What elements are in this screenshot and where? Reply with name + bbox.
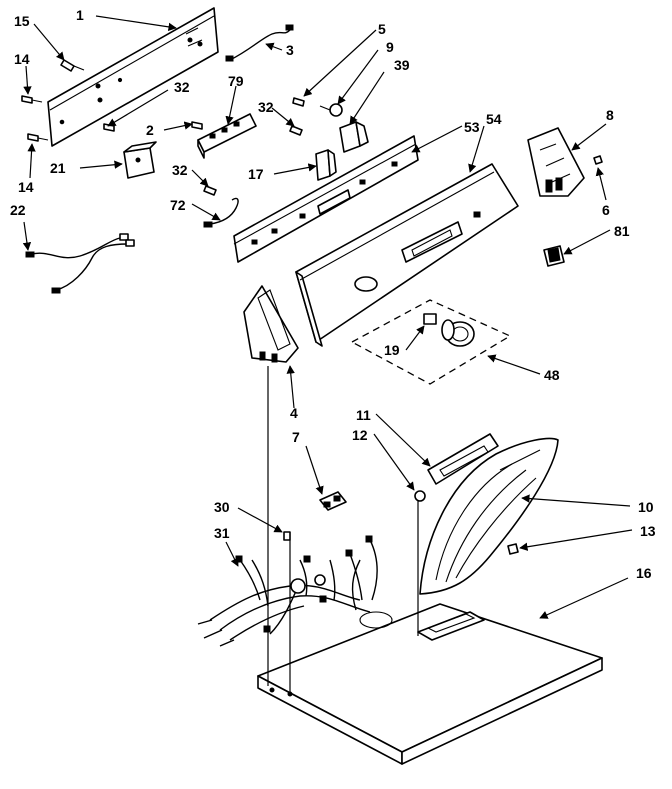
button-81 — [543, 245, 565, 267]
screw-32-lower — [203, 185, 217, 196]
callout-labels: 1 15 14 14 3 5 9 39 79 32 32 32 2 53 54 … — [10, 7, 656, 581]
callout-14-bottom: 14 — [18, 179, 34, 195]
callout-16: 16 — [636, 565, 652, 581]
callout-19: 19 — [384, 342, 400, 358]
screw-6 — [593, 155, 603, 165]
callout-10: 10 — [638, 499, 654, 515]
screw-30 — [283, 531, 291, 541]
bracket-11 — [414, 433, 499, 502]
harness-22 — [25, 233, 135, 294]
callout-15: 15 — [14, 13, 30, 29]
bracket-17 — [315, 149, 337, 181]
end-cap-8 — [527, 127, 585, 197]
callout-32-mid: 32 — [258, 99, 274, 115]
screw-14-top — [21, 95, 43, 104]
callout-72: 72 — [170, 197, 186, 213]
mounting-bracket-53 — [233, 135, 419, 263]
base-panel-16 — [257, 603, 603, 765]
leader-lines — [22, 15, 633, 619]
callout-8: 8 — [606, 107, 614, 123]
duct-10 — [419, 437, 559, 595]
bracket-39 — [339, 121, 369, 153]
callout-39: 39 — [394, 57, 410, 73]
clip-9 — [319, 103, 343, 117]
callout-12: 12 — [352, 427, 368, 443]
switch-21 — [123, 141, 157, 179]
callout-53: 53 — [464, 119, 480, 135]
callout-22: 22 — [10, 202, 26, 218]
callout-5: 5 — [378, 21, 386, 37]
screw-2 — [191, 121, 203, 130]
screw-32-mid — [289, 125, 303, 136]
rear-panel — [47, 7, 219, 147]
callout-31: 31 — [214, 525, 230, 541]
knob-group-48 — [350, 299, 512, 385]
callout-32-lower: 32 — [172, 162, 188, 178]
callout-9: 9 — [386, 39, 394, 55]
callout-32-left: 32 — [174, 79, 190, 95]
connector-7 — [319, 491, 347, 511]
callout-13: 13 — [640, 523, 656, 539]
screw-13 — [507, 543, 519, 555]
callout-7: 7 — [292, 429, 300, 445]
callout-3: 3 — [286, 42, 294, 58]
end-cap-4 — [243, 285, 299, 363]
harness-72 — [203, 197, 239, 228]
screw-15 — [60, 59, 85, 72]
harness-31 — [197, 535, 378, 647]
callout-79: 79 — [228, 73, 244, 89]
callout-4: 4 — [290, 405, 298, 421]
wire-3 — [225, 24, 294, 62]
callout-21: 21 — [50, 160, 66, 176]
screw-14-bottom — [27, 133, 49, 142]
console-54 — [295, 163, 519, 347]
callout-11: 11 — [356, 407, 371, 423]
callout-30: 30 — [214, 499, 230, 515]
callout-2: 2 — [146, 122, 154, 138]
callout-14-top: 14 — [14, 51, 30, 67]
callout-1: 1 — [76, 7, 84, 23]
callout-81: 81 — [614, 223, 630, 239]
switch-79 — [197, 113, 257, 159]
callout-6: 6 — [602, 202, 610, 218]
screw-5 — [292, 97, 305, 107]
callout-48: 48 — [544, 367, 560, 383]
callout-54: 54 — [486, 111, 502, 127]
callout-17: 17 — [248, 166, 264, 182]
